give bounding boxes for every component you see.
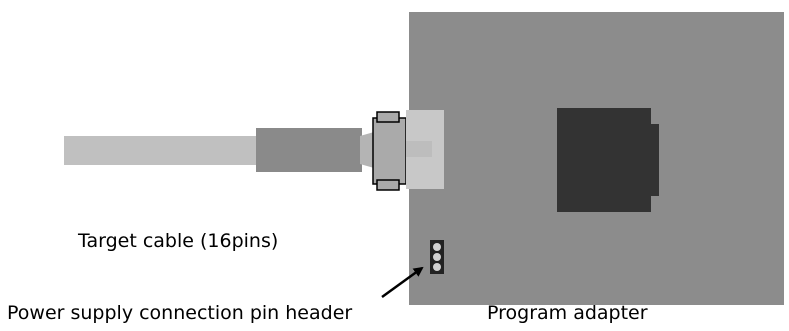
connector-clip — [372, 117, 407, 185]
target-cable-label: Target cable (16pins) — [78, 230, 279, 252]
target-cable — [64, 136, 259, 165]
adapter-socket — [557, 108, 651, 212]
pin — [433, 263, 441, 271]
pin — [433, 243, 441, 251]
cable-boot — [256, 128, 362, 172]
adapter-socket-tab — [651, 124, 659, 196]
board-connector-slot — [406, 141, 432, 157]
pointer-arrow — [381, 266, 424, 299]
connector-clip-top — [376, 111, 400, 123]
power-header-label: Power supply connection pin header — [7, 302, 353, 324]
program-adapter-label: Program adapter — [487, 302, 648, 324]
pin — [433, 253, 441, 261]
connector-clip-bottom — [376, 179, 400, 191]
